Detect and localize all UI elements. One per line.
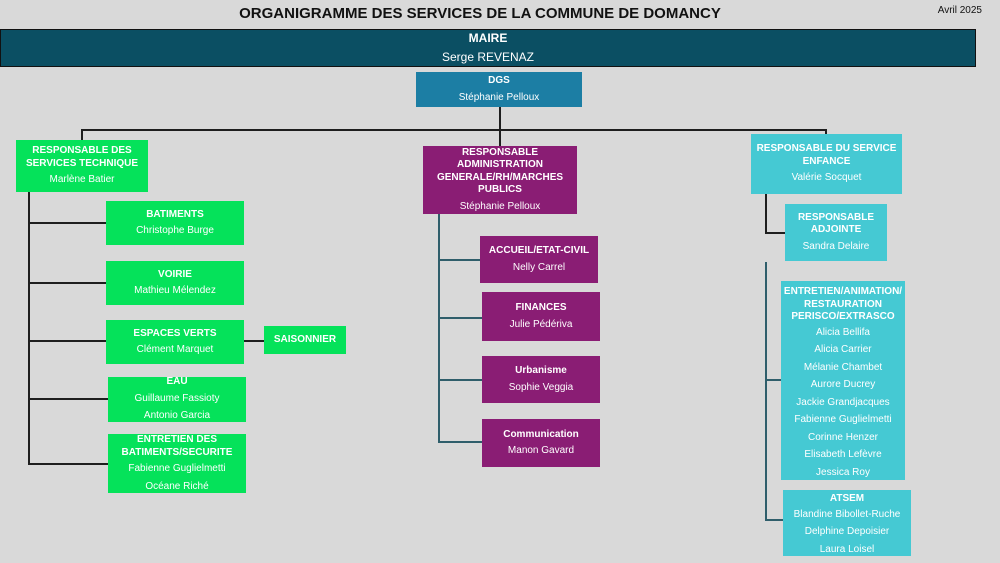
technique-head-title: RESPONSABLE DES SERVICES TECHNIQUE xyxy=(25,145,139,169)
unit-person: Elisabeth Lefèvre xyxy=(804,449,882,460)
unit-person: Manon Gavard xyxy=(507,445,575,456)
unit-adjointe: RESPONSABLE ADJOINTE Sandra Delaire xyxy=(785,204,887,261)
unit-saisonnier: SAISONNIER xyxy=(264,326,346,354)
unit-person: Sandra Delaire xyxy=(802,240,870,252)
unit-person: Alicia Bellifa xyxy=(816,326,870,338)
unit-entretien-animation: ENTRETIEN/ANIMATION/ RESTAURATION PERISC… xyxy=(781,281,905,480)
enfance-head-box: RESPONSABLE DU SERVICE ENFANCE Valérie S… xyxy=(751,134,902,194)
dgs-title: DGS xyxy=(488,75,510,86)
unit-communication: Communication Manon Gavard xyxy=(482,419,600,467)
unit-urbanisme: Urbanisme Sophie Veggia xyxy=(482,356,600,403)
maire-box: MAIRE Serge REVENAZ xyxy=(0,29,976,67)
technique-head-box: RESPONSABLE DES SERVICES TECHNIQUE Marlè… xyxy=(16,140,148,192)
unit-person: Julie Pédériva xyxy=(509,318,573,330)
unit-title: ACCUEIL/ETAT-CIVIL xyxy=(488,245,590,256)
dgs-box: DGS Stéphanie Pelloux xyxy=(416,72,582,107)
unit-title: Urbanisme xyxy=(515,365,567,376)
unit-person: Laura Loisel xyxy=(819,543,875,555)
unit-person: Sophie Veggia xyxy=(508,381,574,393)
unit-title: BATIMENTS xyxy=(146,208,204,220)
unit-person: Fabienne Guglielmetti xyxy=(794,414,892,425)
unit-person: Jackie Grandjacques xyxy=(796,396,890,408)
unit-finances: FINANCES Julie Pédériva xyxy=(482,292,600,341)
administration-head-title: RESPONSABLE ADMINISTRATION GENERALE/RH/M… xyxy=(436,146,564,196)
chart-date: Avril 2025 xyxy=(937,5,982,16)
maire-title: MAIRE xyxy=(468,31,508,45)
unit-person: Christophe Burge xyxy=(136,225,214,236)
unit-person: Alicia Carrier xyxy=(814,344,872,355)
unit-person: Aurore Ducrey xyxy=(810,379,876,390)
unit-person: Fabienne Guglielmetti xyxy=(128,463,226,474)
administration-head-box: RESPONSABLE ADMINISTRATION GENERALE/RH/M… xyxy=(423,146,577,214)
enfance-head-title: RESPONSABLE DU SERVICE ENFANCE xyxy=(756,143,897,167)
unit-title: SAISONNIER xyxy=(273,333,337,345)
unit-title: VOIRIE xyxy=(158,268,192,280)
unit-eau: EAU Guillaume Fassioty Antonio Garcia xyxy=(108,376,246,422)
unit-title: Communication xyxy=(503,428,579,440)
unit-title: ESPACES VERTS xyxy=(133,327,217,339)
unit-title: FINANCES xyxy=(515,302,567,313)
unit-person: Mélanie Chambet xyxy=(803,361,883,373)
unit-person: Nelly Carrel xyxy=(512,261,566,273)
technique-head-name: Marlène Batier xyxy=(49,174,115,186)
unit-entretien-batiments: ENTRETIEN DES BATIMENTS/SECURITE Fabienn… xyxy=(108,434,246,493)
unit-accueil: ACCUEIL/ETAT-CIVIL Nelly Carrel xyxy=(480,236,598,283)
unit-person: Delphine Depoisier xyxy=(804,526,890,537)
dgs-name: Stéphanie Pelloux xyxy=(458,91,540,103)
unit-batiments: BATIMENTS Christophe Burge xyxy=(106,201,244,245)
unit-title: ENTRETIEN DES BATIMENTS/SECURITE xyxy=(121,434,233,458)
unit-person: Guillaume Fassioty xyxy=(134,392,220,404)
unit-person: Corinne Henzer xyxy=(807,431,879,443)
enfance-head-name: Valérie Socquet xyxy=(791,172,862,184)
unit-espaces-verts: ESPACES VERTS Clément Marquet xyxy=(106,320,244,364)
unit-person: Océane Riché xyxy=(145,480,209,492)
unit-person: Blandine Bibollet-Ruche xyxy=(793,508,901,520)
unit-person: Jessica Roy xyxy=(816,466,870,478)
administration-head-name: Stéphanie Pelloux xyxy=(459,200,541,212)
unit-person: Clément Marquet xyxy=(136,344,214,355)
unit-title: RESPONSABLE ADJOINTE xyxy=(797,211,875,236)
unit-title: ENTRETIEN/ANIMATION/ RESTAURATION PERISC… xyxy=(783,286,903,322)
unit-title: EAU xyxy=(166,376,188,388)
unit-title: ATSEM xyxy=(829,493,865,504)
unit-voirie: VOIRIE Mathieu Mélendez xyxy=(106,261,244,305)
chart-title: ORGANIGRAMME DES SERVICES DE LA COMMUNE … xyxy=(239,5,721,22)
unit-atsem: ATSEM Blandine Bibollet-Ruche Delphine D… xyxy=(783,490,911,556)
unit-person: Antonio Garcia xyxy=(143,410,211,422)
unit-person: Mathieu Mélendez xyxy=(134,285,216,296)
maire-name: Serge REVENAZ xyxy=(441,50,535,64)
